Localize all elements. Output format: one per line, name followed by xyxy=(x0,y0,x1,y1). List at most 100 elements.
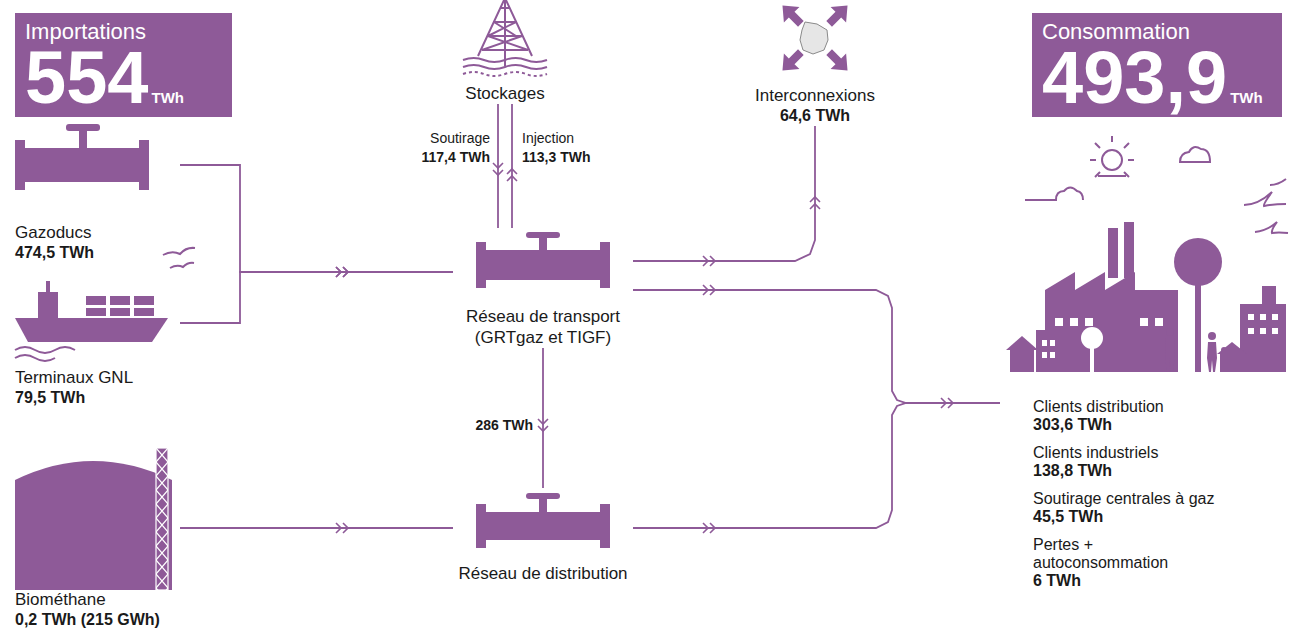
window xyxy=(1248,314,1254,320)
flow-connector xyxy=(633,126,820,266)
ship-bridge xyxy=(38,292,58,318)
flow-chevron xyxy=(493,163,503,175)
house xyxy=(1220,352,1244,372)
bird xyxy=(163,248,195,255)
outward-arrow xyxy=(775,44,809,78)
sun xyxy=(1102,150,1122,170)
node-label: Gazoducs xyxy=(15,223,180,243)
container xyxy=(110,296,130,305)
valve-handle xyxy=(66,124,100,131)
transport-pipe-icon xyxy=(476,232,610,288)
flow-connector xyxy=(180,523,453,533)
total-box: Consommation493,9TWh xyxy=(1032,13,1282,117)
node-label: Soutirage centrales à gaz xyxy=(1033,490,1218,508)
flow-chevron xyxy=(810,197,820,209)
window xyxy=(1050,340,1055,346)
container xyxy=(110,308,130,316)
flow-connector xyxy=(180,165,453,277)
flow-line xyxy=(497,104,499,228)
flow-value: 79,5 TWh xyxy=(15,388,180,408)
ground-layer xyxy=(463,65,547,69)
container xyxy=(86,308,106,316)
bird xyxy=(1255,222,1288,233)
big-number: 493,9 xyxy=(1042,45,1227,111)
flow-node: Réseau de transport (GRTgaz et TIGF) xyxy=(453,228,633,348)
flow-node: Biométhane0,2 TWh (215 GWh) xyxy=(15,440,180,630)
pipe-body xyxy=(22,148,142,182)
flow-line xyxy=(180,165,453,272)
window xyxy=(1155,318,1163,326)
flow-line xyxy=(542,348,544,488)
node-label: Terminaux GNL xyxy=(15,368,180,388)
flow-direction-label: Injection xyxy=(522,129,574,147)
house-roof xyxy=(1006,336,1038,350)
window xyxy=(1272,328,1278,334)
flow-connector xyxy=(633,285,1000,408)
city-illustration xyxy=(1006,136,1288,372)
container xyxy=(86,296,106,305)
node-label: Réseau de distribution xyxy=(453,564,633,584)
flow-chevron xyxy=(507,169,517,181)
window xyxy=(1070,318,1078,326)
flow-connector xyxy=(507,104,517,228)
flow-line xyxy=(633,403,1000,528)
bird xyxy=(170,263,194,268)
node-label: Stockages xyxy=(465,84,544,104)
tank xyxy=(15,461,172,590)
distribution-pipe-icon xyxy=(476,493,610,548)
flow-connector xyxy=(493,104,503,228)
node-label: Pertes + autoconsommation xyxy=(1033,536,1218,572)
wave xyxy=(15,347,75,353)
flow-value: 64,6 TWh xyxy=(755,106,875,126)
flow-value: 303,6 TWh xyxy=(1033,416,1295,434)
flow-node: Gazoducs474,5 TWh xyxy=(15,120,180,263)
flow-value: 45,5 TWh xyxy=(1033,508,1295,526)
unit: TWh xyxy=(1230,89,1262,106)
lng-ship-icon xyxy=(15,281,168,361)
building xyxy=(1240,304,1286,372)
flow-connector xyxy=(180,267,453,323)
box-heading: Consommation xyxy=(1042,19,1272,45)
flow-value: 0,2 TWh (215 GWh) xyxy=(15,610,180,630)
valve-stem xyxy=(539,237,547,251)
sun-rays xyxy=(1090,136,1134,177)
cloud xyxy=(1025,188,1083,201)
flow-line xyxy=(180,272,453,323)
flow-connector xyxy=(538,348,548,488)
node-label: Clients industriels xyxy=(1033,444,1218,462)
cloud xyxy=(1180,147,1210,162)
outward-arrow xyxy=(821,44,855,78)
outward-arrow xyxy=(821,0,855,32)
house xyxy=(1010,348,1034,372)
flow-connector xyxy=(633,403,1000,533)
pipe-body xyxy=(485,512,601,540)
flow-node: Réseau de distribution xyxy=(453,488,633,584)
building xyxy=(1036,330,1060,372)
drill-pipe xyxy=(504,0,506,66)
window xyxy=(1248,328,1254,334)
total-box: Importations554TWh xyxy=(15,13,232,117)
flow-direction-label: Soutirage xyxy=(430,129,490,147)
building-top xyxy=(1262,286,1276,306)
valve-stem xyxy=(539,498,547,512)
pipe-flange xyxy=(476,242,486,288)
valve-stem xyxy=(79,130,87,148)
window xyxy=(1055,318,1063,326)
flow-node: Interconnexions64,6 TWh xyxy=(755,0,875,126)
flow-node: Stockages xyxy=(465,0,544,104)
flow-value: 117,4 TWh xyxy=(422,148,490,166)
flow-line xyxy=(633,126,815,261)
gas-pipe-icon xyxy=(15,124,149,190)
unit: TWh xyxy=(151,89,183,106)
tower xyxy=(156,448,168,590)
flow-node: Clients distribution303,6 TWhClients ind… xyxy=(1000,135,1295,590)
biomethane-tank-icon xyxy=(15,448,172,590)
node-label: Interconnexions xyxy=(755,86,875,106)
flow-line xyxy=(633,290,1000,403)
house-roof xyxy=(1217,342,1247,354)
flow-line xyxy=(180,527,453,529)
flow-value: 138,8 TWh xyxy=(1033,462,1295,480)
container xyxy=(134,296,154,305)
